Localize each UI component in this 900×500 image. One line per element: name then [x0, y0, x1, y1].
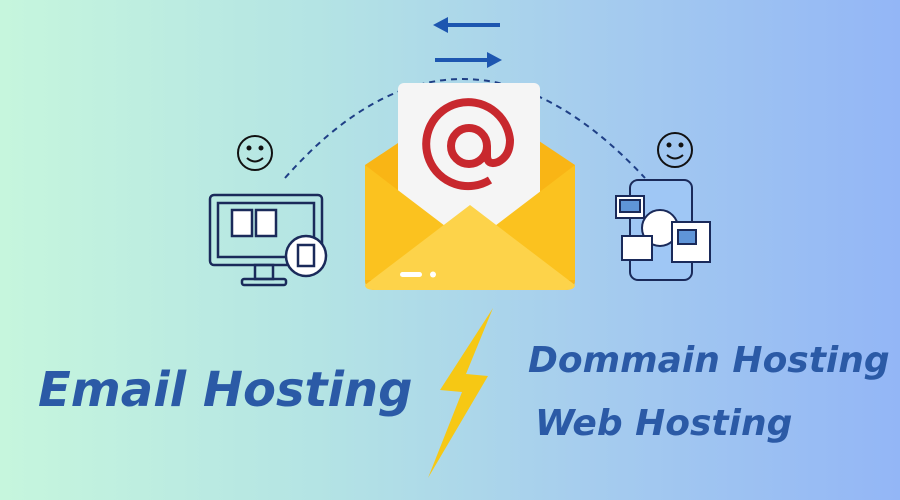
service-domain-hosting: Dommain Hosting	[528, 340, 890, 381]
exchange-arrows-icon	[433, 17, 502, 68]
service-web-hosting: Web Hosting	[535, 403, 793, 444]
headline-email-hosting: Email Hosting	[38, 362, 413, 418]
mobile-devices-icon	[615, 179, 711, 281]
envelope-icon	[365, 83, 575, 290]
lightning-bolt-icon	[428, 308, 493, 478]
smiley-icon-right	[657, 132, 693, 168]
desktop-monitor-icon	[208, 193, 328, 287]
dashed-arc	[284, 78, 646, 179]
smiley-icon-left	[237, 135, 273, 171]
at-sign-icon	[422, 98, 515, 191]
